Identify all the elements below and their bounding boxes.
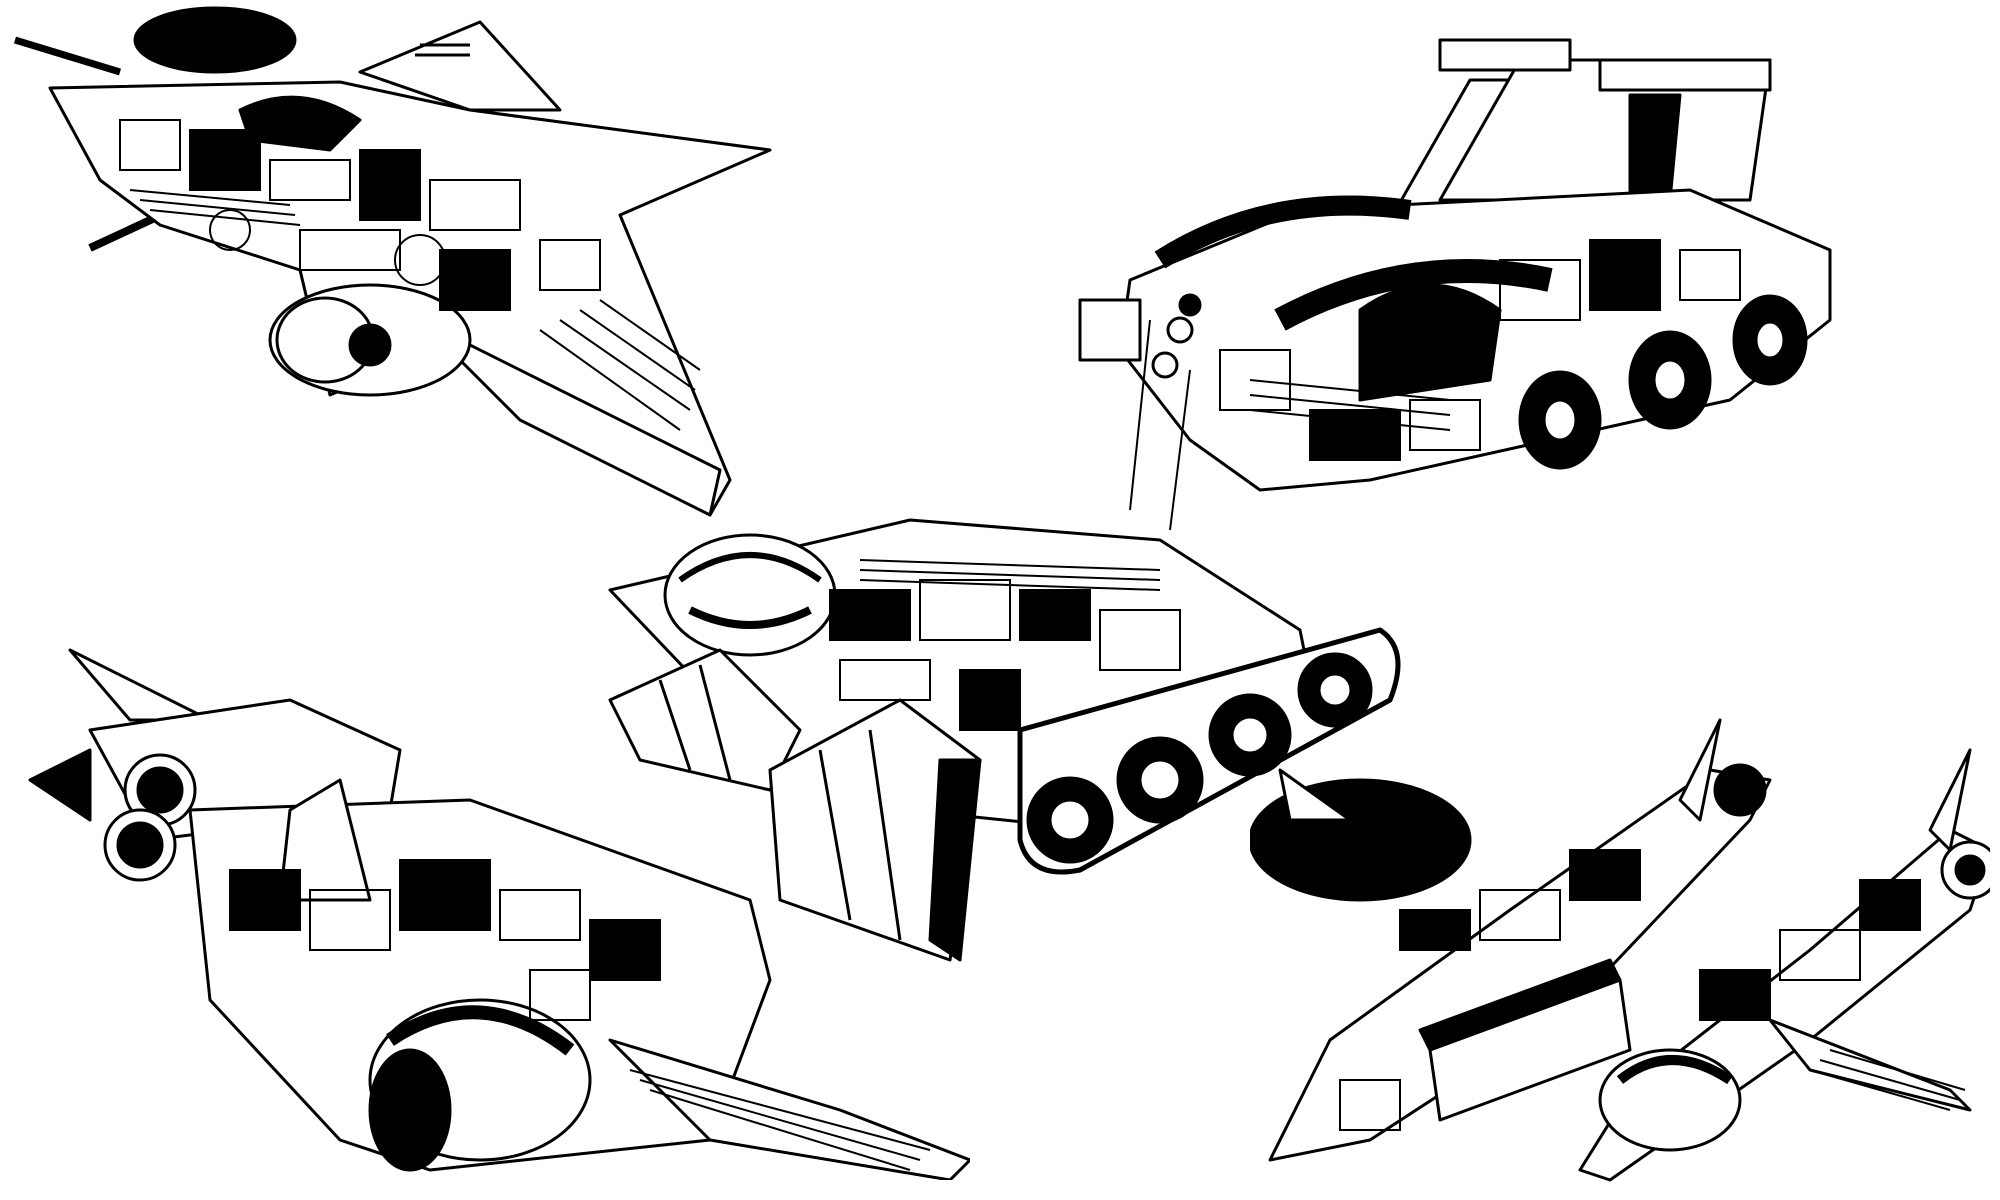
delta-wing-jet-icon bbox=[13, 6, 772, 517]
twin-engine-fighter-icon bbox=[28, 648, 970, 1180]
tracked-tank-icon bbox=[608, 518, 1401, 962]
six-wheeled-carrier-icon bbox=[1078, 38, 1832, 531]
twin-spacecraft-icon bbox=[1250, 718, 1990, 1182]
